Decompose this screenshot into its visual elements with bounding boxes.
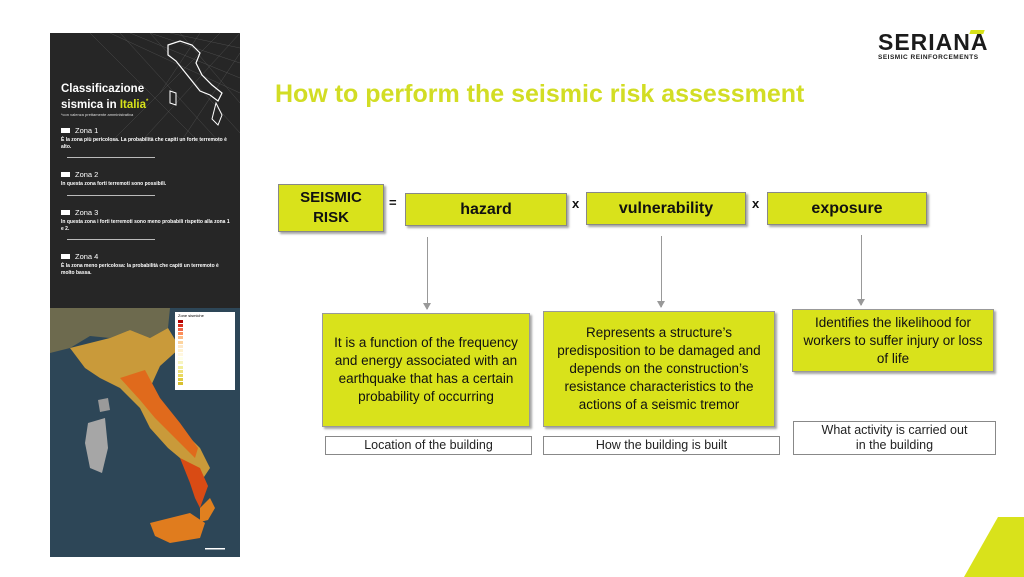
vulnerability-note: How the building is built bbox=[543, 436, 780, 455]
divider bbox=[67, 157, 155, 158]
zone-label: Zona 3 bbox=[75, 208, 99, 217]
exposure-note: What activity is carried out in the buil… bbox=[793, 421, 996, 455]
zone-3: Zona 3 In questa zona i forti terremoti … bbox=[61, 208, 231, 240]
exposure-description: Identifies the likelihood for workers to… bbox=[792, 309, 994, 372]
divider bbox=[67, 194, 155, 196]
zone-desc: In questa zona i forti terremoti sono me… bbox=[61, 219, 230, 232]
hazard-description: It is a function of the frequency and en… bbox=[322, 313, 530, 427]
logo-tagline: SEISMIC REINFORCEMENTS bbox=[878, 54, 979, 61]
zone-4: Zona 4 È la zona meno pericolosa: la pro… bbox=[61, 252, 231, 276]
zone-label: Zona 4 bbox=[75, 252, 99, 261]
exposure-note-line2: in the building bbox=[855, 438, 934, 452]
zone-label: Zona 1 bbox=[75, 126, 99, 135]
legend-title: Zone sismiche bbox=[178, 313, 204, 318]
zone-1: Zona 1 È la zona più pericolosa. La prob… bbox=[61, 126, 231, 158]
zone-desc: È la zona più pericolosa. La probabilità… bbox=[61, 137, 227, 150]
page-title: How to perform the seismic risk assessme… bbox=[275, 80, 805, 108]
map-image bbox=[50, 308, 240, 557]
arrow-hazard bbox=[423, 237, 431, 310]
poster-title-highlight: Italia bbox=[119, 98, 147, 111]
corner-accent-shape bbox=[964, 517, 1024, 577]
arrow-vulnerability bbox=[657, 236, 665, 308]
times-sign-2: x bbox=[752, 196, 760, 211]
exposure-label: exposure bbox=[811, 199, 883, 217]
zone-tag-icon bbox=[61, 210, 70, 215]
zone-2: Zona 2 In questa zona forti terremoti so… bbox=[61, 170, 231, 196]
hazard-note: Location of the building bbox=[325, 436, 532, 455]
logo-wordmark: SERIANA bbox=[878, 29, 989, 55]
poster-title-prefix: sismica in bbox=[61, 98, 120, 111]
poster-title-line2: sismica in Italia* bbox=[61, 96, 171, 112]
zone-desc: In questa zona forti terremoti sono poss… bbox=[61, 181, 167, 187]
seismic-risk-line2: RISK bbox=[313, 209, 349, 226]
exposure-note-line1: What activity is carried out bbox=[821, 423, 968, 437]
divider bbox=[67, 239, 155, 240]
arrow-exposure bbox=[857, 235, 865, 306]
poster-title-line1: Classificazione bbox=[61, 83, 145, 95]
zone-tag-icon bbox=[61, 172, 70, 177]
seismic-risk-line1: SEISMIC bbox=[300, 189, 362, 206]
times-sign-1: x bbox=[572, 196, 580, 211]
equals-sign: = bbox=[389, 195, 397, 210]
italy-seismic-map: Zone sismiche bbox=[50, 308, 240, 557]
poster-title: Classificazione sismica in Italia* bbox=[61, 83, 171, 112]
vulnerability-label: vulnerability bbox=[618, 199, 714, 217]
zone-tag-icon bbox=[61, 254, 70, 259]
seriana-logo: SERIANA SEISMIC REINFORCEMENTS bbox=[878, 30, 989, 61]
seismic-classification-poster: Classificazione sismica in Italia* *con … bbox=[50, 33, 240, 308]
hazard-label: hazard bbox=[460, 200, 512, 218]
logo-accent bbox=[969, 30, 985, 34]
italy-mesh-graphic bbox=[89, 33, 240, 143]
zone-desc: È la zona meno pericolosa: la probabilit… bbox=[61, 263, 219, 276]
zone-label: Zona 2 bbox=[75, 170, 99, 179]
vulnerability-box: vulnerability bbox=[586, 192, 746, 225]
poster-subtitle: *con valenza prettamente amministrativa bbox=[61, 112, 134, 117]
exposure-box: exposure bbox=[767, 192, 927, 225]
poster-title-mark: * bbox=[146, 99, 149, 105]
seismic-risk-box: SEISMIC RISK bbox=[278, 184, 384, 232]
map-legend: Zone sismiche bbox=[175, 312, 235, 390]
vulnerability-description: Represents a structure’s predisposition … bbox=[543, 311, 775, 427]
zone-tag-icon bbox=[61, 128, 70, 133]
hazard-box: hazard bbox=[405, 193, 567, 226]
